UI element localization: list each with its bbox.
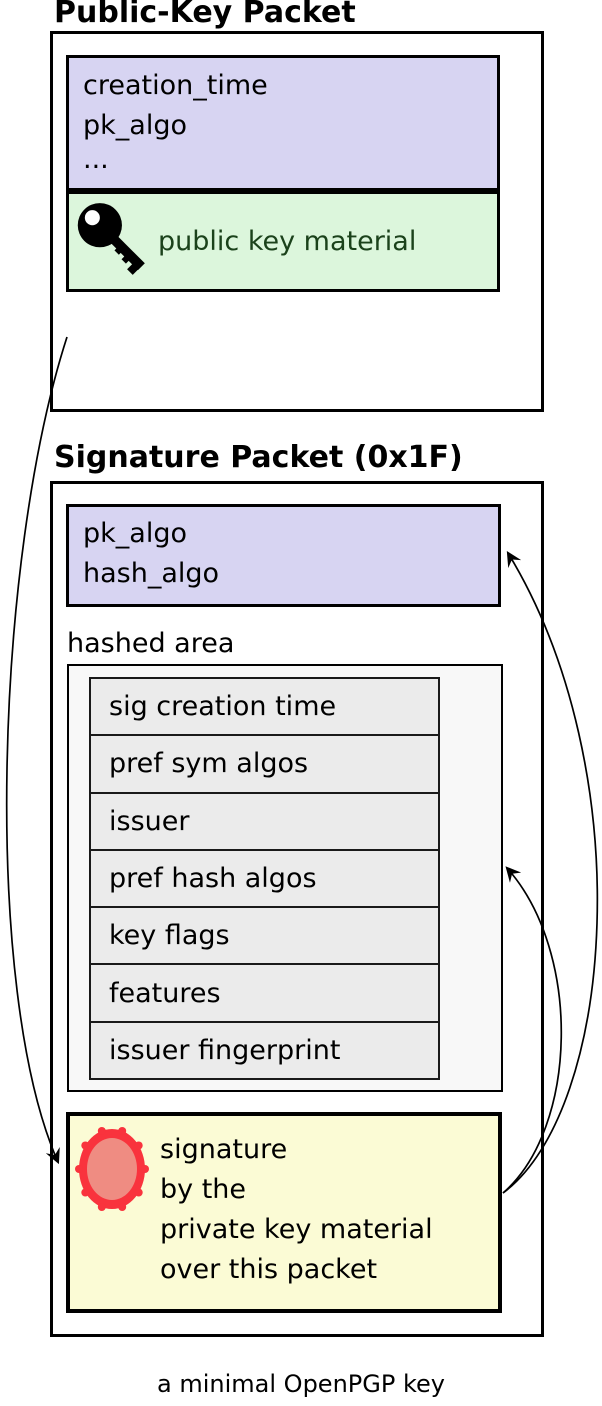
field-ellipsis: ... bbox=[83, 144, 109, 175]
public-key-packet-title: Public-Key Packet bbox=[54, 0, 356, 30]
field-pk-algo: pk_algo bbox=[83, 110, 187, 141]
signature-line-2: by the bbox=[160, 1174, 247, 1205]
seal-icon bbox=[75, 1127, 149, 1211]
public-key-material-box: public key material bbox=[66, 191, 500, 292]
signature-description: signature by the private key material ov… bbox=[160, 1124, 495, 1290]
hashed-area-label: hashed area bbox=[67, 628, 235, 659]
subpacket-pref-sym-algos: pref sym algos bbox=[91, 734, 438, 792]
field-sig-pk-algo: pk_algo bbox=[83, 518, 187, 549]
signature-line-1: signature bbox=[160, 1134, 288, 1165]
subpacket-key-flags: key flags bbox=[91, 906, 438, 964]
field-hash-algo: hash_algo bbox=[83, 558, 220, 589]
signature-packet-title: Signature Packet (0x1F) bbox=[54, 440, 463, 475]
subpacket-issuer: issuer bbox=[91, 791, 438, 849]
subpacket-pref-hash-algos: pref hash algos bbox=[91, 848, 438, 907]
signature-header-fields-box: pk_algo hash_algo bbox=[66, 504, 501, 607]
key-icon bbox=[77, 202, 145, 275]
signature-line-4: over this packet bbox=[160, 1254, 378, 1285]
public-key-material-label: public key material bbox=[158, 226, 417, 257]
diagram-caption: a minimal OpenPGP key bbox=[157, 1370, 445, 1398]
field-creation-time: creation_time bbox=[83, 70, 268, 101]
subpacket-sig-creation-time: sig creation time bbox=[91, 679, 438, 735]
signature-line-3: private key material bbox=[160, 1214, 433, 1245]
public-key-header-fields-box: creation_time pk_algo ... bbox=[66, 55, 500, 191]
subpacket-issuer-fingerprint: issuer fingerprint bbox=[91, 1020, 438, 1078]
subpacket-features: features bbox=[91, 963, 438, 1021]
hashed-subpackets-table: sig creation time pref sym algos issuer … bbox=[89, 677, 440, 1080]
